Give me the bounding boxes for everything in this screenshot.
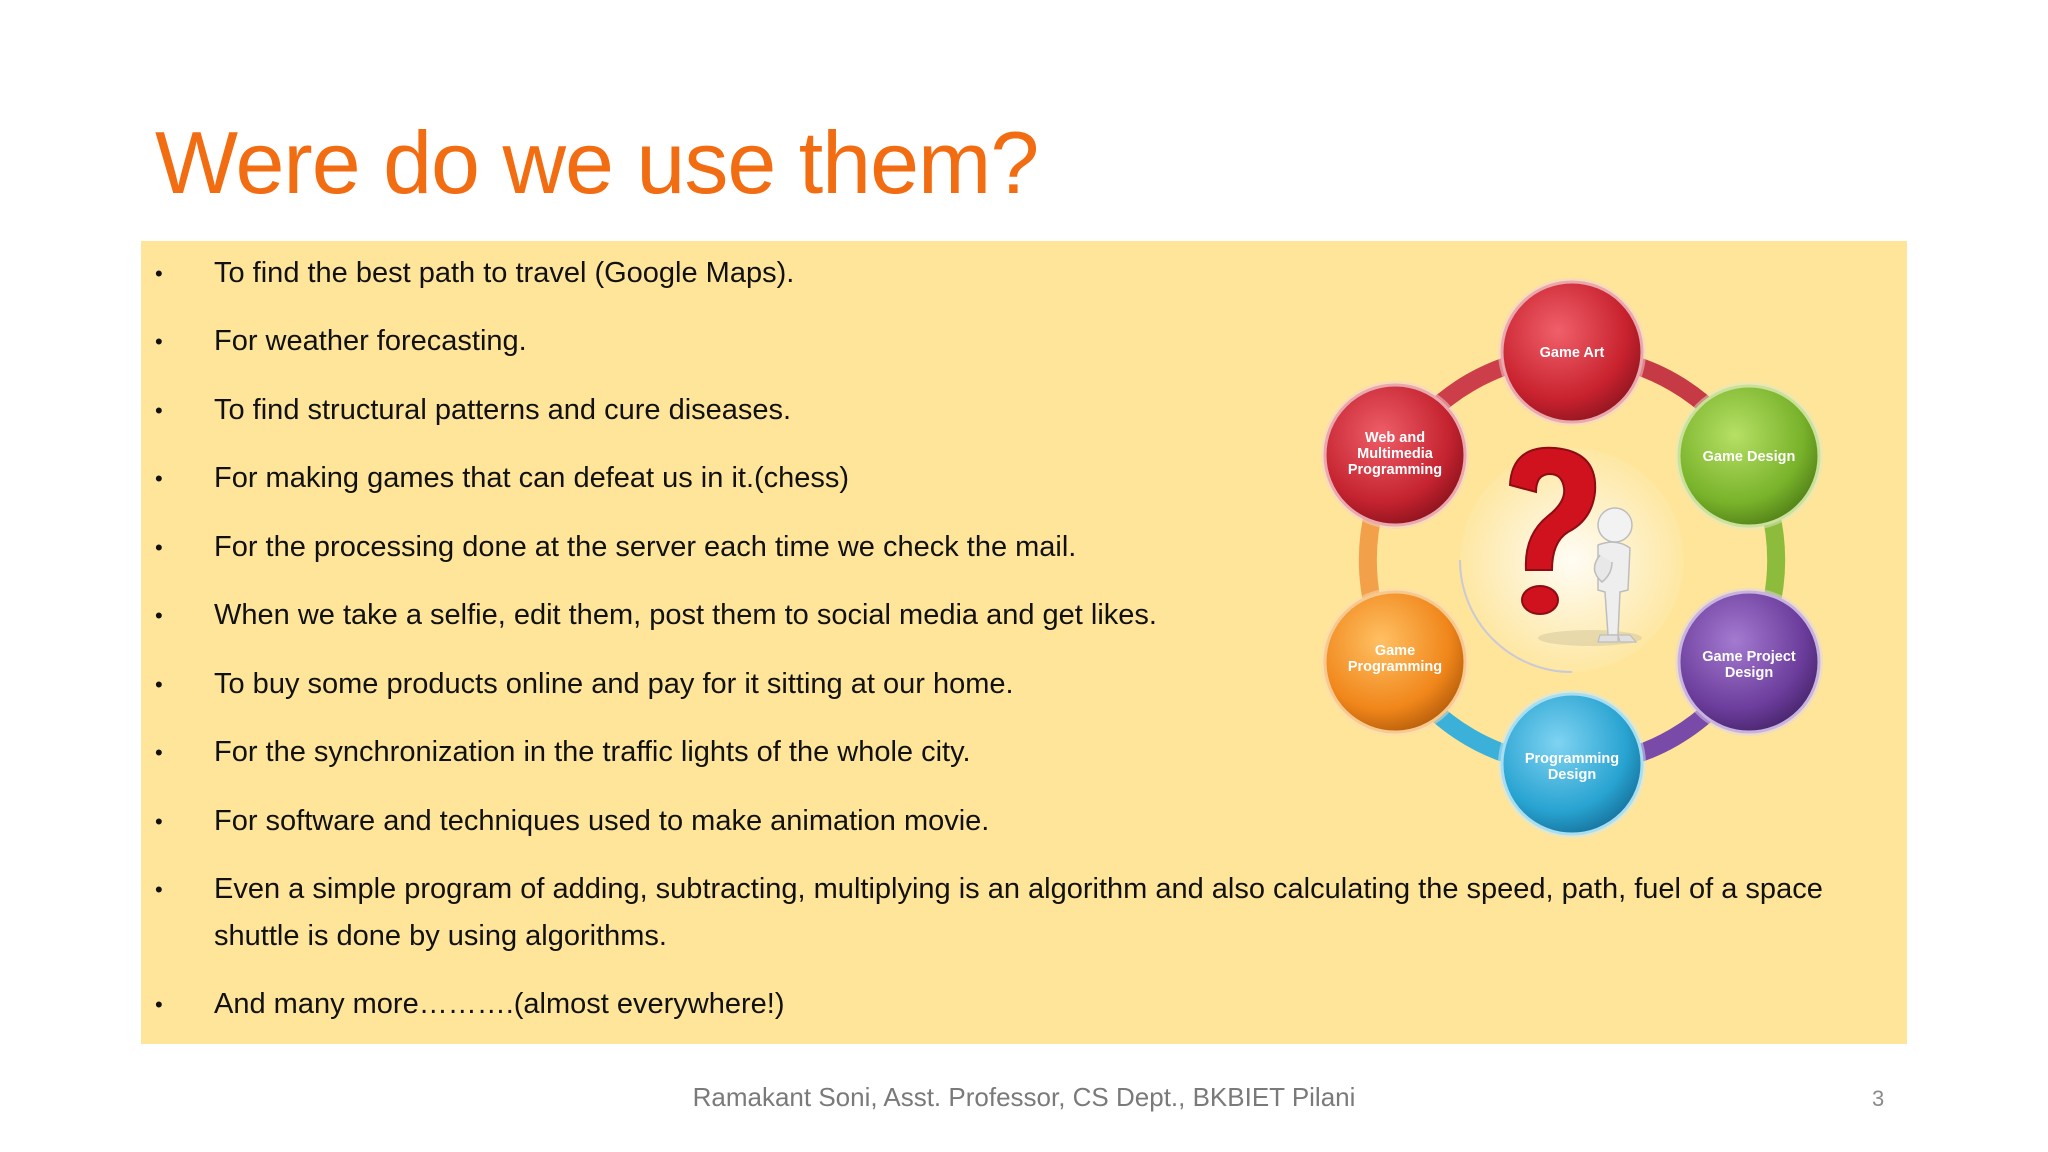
bullet-icon: • — [155, 740, 163, 765]
bullet-icon: • — [155, 672, 163, 697]
node-label: Design — [1548, 767, 1596, 783]
node-game-art: Game Art — [1498, 278, 1646, 426]
bullet-icon: • — [155, 992, 163, 1017]
node-label: Game Project — [1702, 649, 1796, 665]
list-item: • For weather forecasting. — [141, 318, 1881, 365]
svg-text:Design: Design — [1725, 665, 1773, 681]
bullet-icon: • — [155, 261, 163, 286]
bullet-text: When we take a selfie, edit them, post t… — [214, 599, 1157, 631]
slide-footer: Ramakant Soni, Asst. Professor, CS Dept.… — [692, 1082, 1356, 1112]
bullet-icon: • — [155, 603, 163, 628]
node-game-project-design: Game Project Design — [1675, 588, 1823, 736]
node-label: Web and — [1365, 430, 1425, 446]
node-label: Game — [1375, 643, 1415, 659]
bullet-icon: • — [155, 877, 163, 902]
list-item: • To buy some products online and pay for… — [141, 661, 1881, 708]
svg-text:Game: Game — [1375, 643, 1415, 659]
bullet-text: For weather forecasting. — [214, 325, 527, 357]
bullet-text: And many more……….(almost everywhere!) — [214, 988, 785, 1020]
node-label: Design — [1725, 665, 1773, 681]
svg-text:Game Art: Game Art — [1540, 345, 1605, 361]
node-label: Game Art — [1540, 345, 1605, 361]
svg-text:Game Project: Game Project — [1702, 649, 1796, 665]
slide-title: Were do we use them? — [155, 113, 1039, 212]
bullet-text: For the processing done at the server ea… — [214, 531, 1077, 563]
svg-text:Design: Design — [1548, 767, 1596, 783]
bullet-text: To buy some products online and pay for … — [214, 668, 1014, 700]
node-label: Programming — [1348, 462, 1442, 478]
page-number: 3 — [1872, 1086, 1885, 1111]
question-mark-figure-icon — [1459, 446, 1684, 673]
bullet-icon: • — [155, 809, 163, 834]
svg-text:Programming: Programming — [1348, 462, 1442, 478]
node-label: Programming — [1525, 751, 1619, 767]
bullet-text: For software and techniques used to make… — [214, 805, 990, 837]
svg-text:Multimedia: Multimedia — [1357, 446, 1434, 462]
list-item: • And many more……….(almost everywhere!) — [141, 981, 1881, 1028]
node-label: Programming — [1348, 659, 1442, 675]
bullet-icon: • — [155, 466, 163, 491]
bullet-icon: • — [155, 329, 163, 354]
node-web-multimedia-programming: Web and Multimedia Programming — [1321, 381, 1469, 529]
list-item: • For software and techniques used to mak… — [141, 798, 1881, 845]
list-item: • To find structural patterns and cure di… — [141, 387, 1881, 434]
list-item: • For the synchronization in the traffic … — [141, 729, 1881, 776]
node-label: Multimedia — [1357, 446, 1434, 462]
list-item: • Even a simple program of adding, subtra… — [141, 866, 1881, 960]
game-development-cycle-diagram: Game Art Game Design Game Project Design… — [1321, 278, 1823, 838]
svg-text:Programming: Programming — [1348, 659, 1442, 675]
bullet-icon: • — [155, 535, 163, 560]
list-item: • When we take a selfie, edit them, post … — [141, 592, 1881, 639]
svg-text:Programming: Programming — [1525, 751, 1619, 767]
bullet-text: Even a simple program of adding, subtrac… — [214, 873, 1823, 952]
node-game-design: Game Design — [1675, 382, 1823, 530]
svg-text:Game Design: Game Design — [1703, 449, 1796, 465]
bullet-text: To find structural patterns and cure dis… — [214, 394, 792, 426]
bullet-text: For making games that can defeat us in i… — [214, 462, 850, 494]
node-programming-design: Programming Design — [1498, 690, 1646, 838]
bullet-text: To find the best path to travel (Google … — [214, 257, 795, 289]
list-item: • To find the best path to travel (Google… — [141, 250, 1881, 297]
bullet-icon: • — [155, 398, 163, 423]
list-item: • For the processing done at the server e… — [141, 524, 1881, 571]
bullet-text: For the synchronization in the traffic l… — [214, 736, 971, 768]
node-label: Game Design — [1703, 449, 1796, 465]
list-item: • For making games that can defeat us in … — [141, 455, 1881, 502]
node-game-programming: Game Programming — [1321, 588, 1469, 736]
svg-text:Web and: Web and — [1365, 430, 1425, 446]
